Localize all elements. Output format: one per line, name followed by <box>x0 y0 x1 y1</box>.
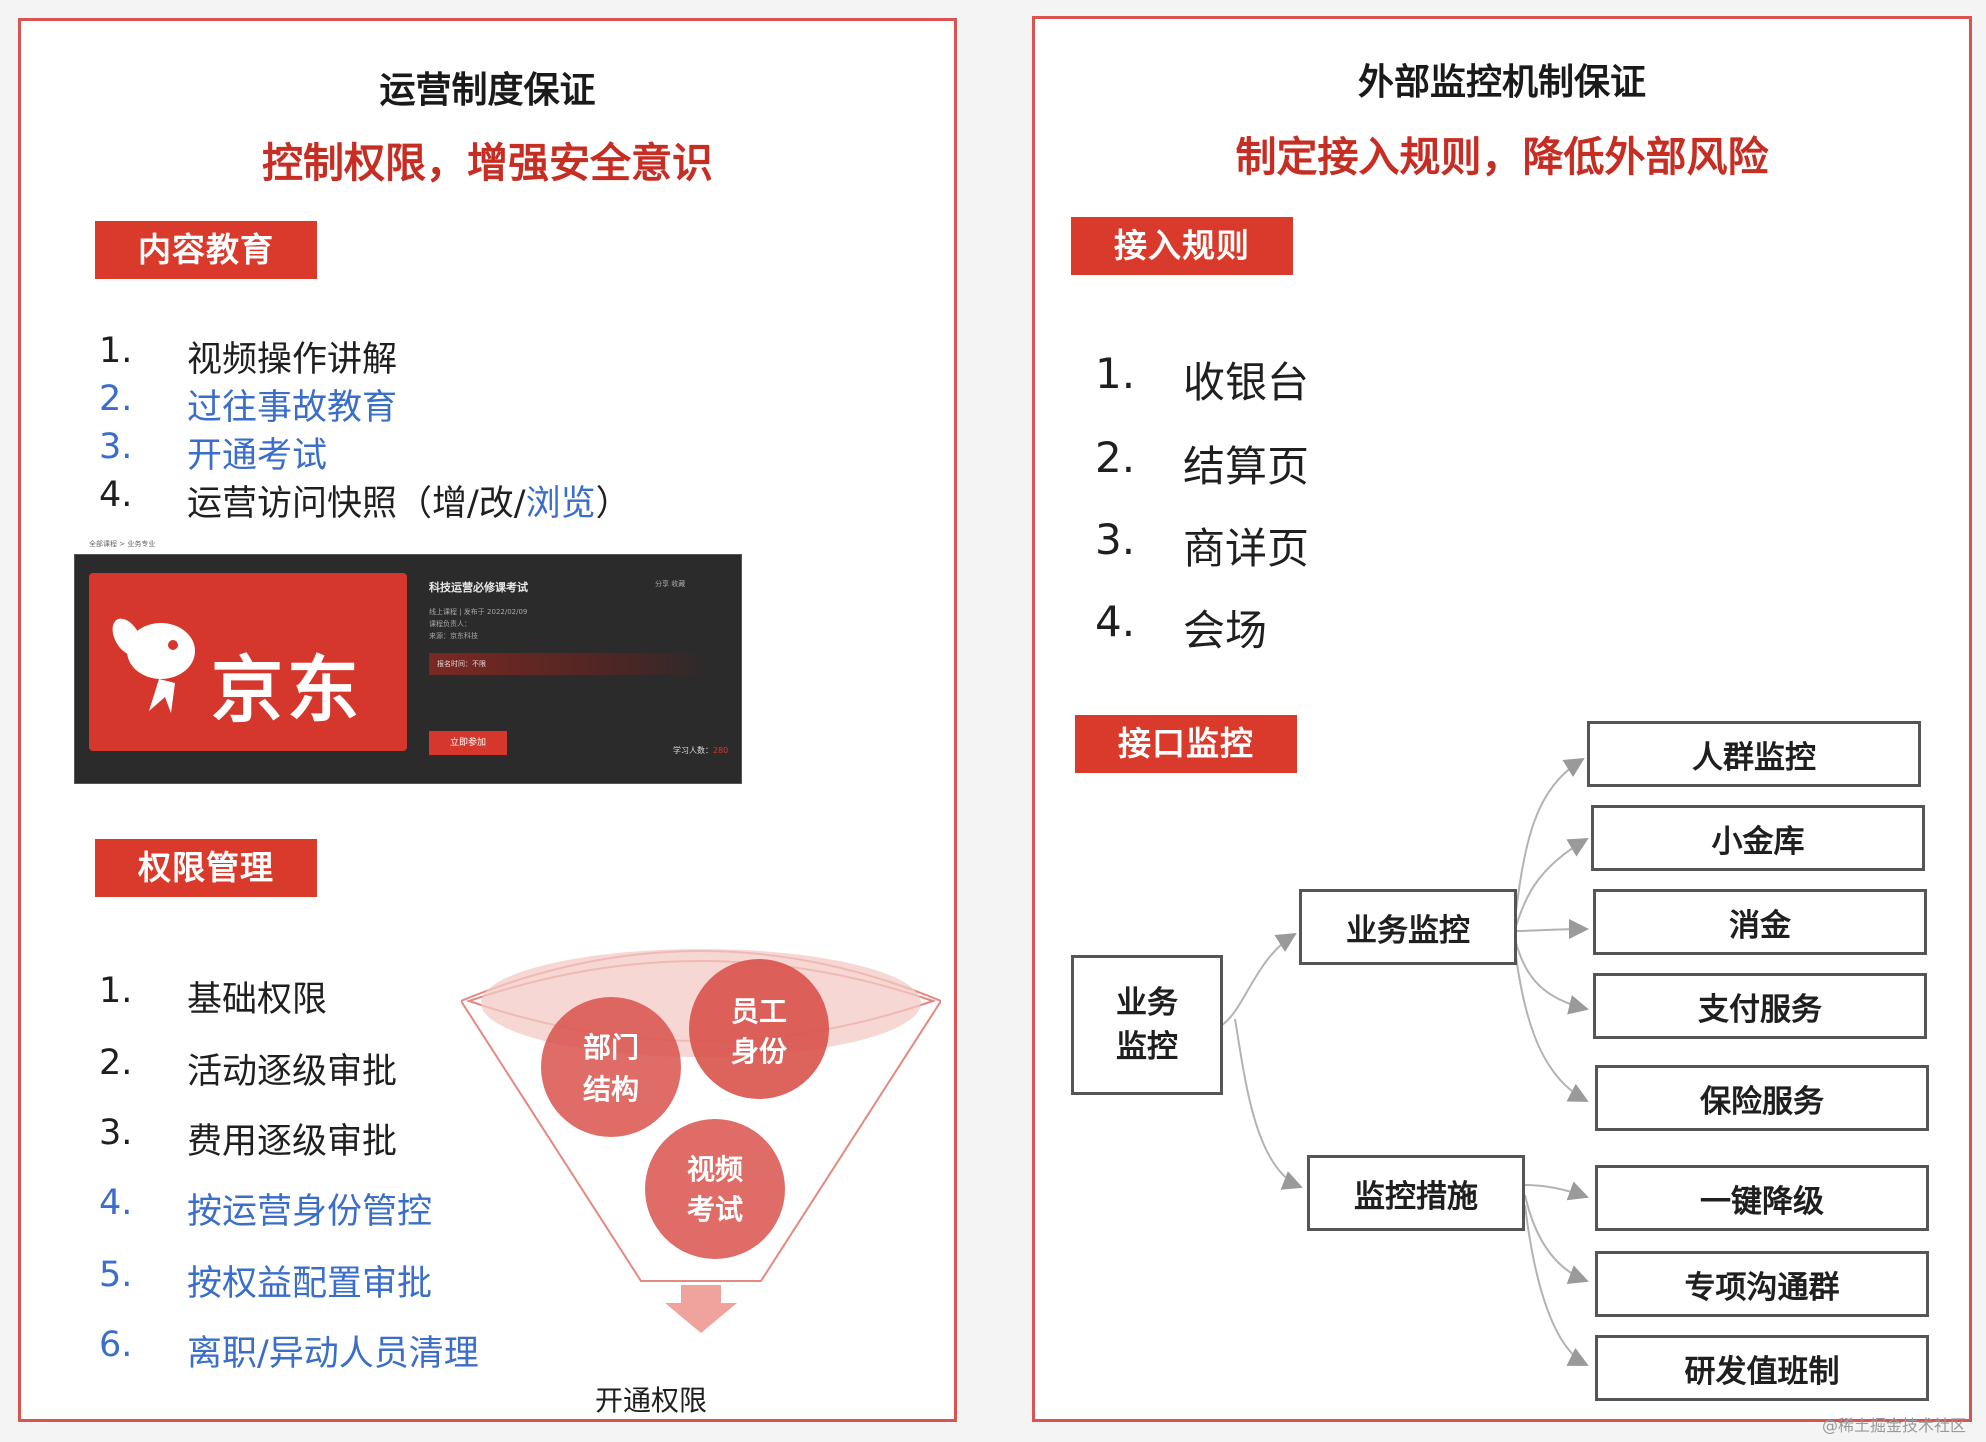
connector-measure-child <box>1524 1194 1589 1285</box>
list-text: 过往事故教育 <box>187 388 398 428</box>
circle-label: 身份 <box>731 1035 787 1068</box>
signup-time-text: 报名时间：不限 <box>437 660 486 668</box>
monitor-flow-diagram <box>1221 757 1589 1366</box>
jd-logo-card: 京东 <box>89 573 407 751</box>
connector-business-child <box>1514 837 1589 930</box>
list-num: 2. <box>99 1043 133 1083</box>
connector-business-child <box>1514 938 1589 1015</box>
connector-measure-child <box>1524 1204 1589 1366</box>
list-num: 6. <box>99 1325 133 1365</box>
consumer-finance-box: 消金 <box>1593 889 1927 955</box>
special-group-box: 专项沟通群 <box>1595 1251 1929 1317</box>
list-text: 商详页 <box>1183 524 1310 573</box>
circle-label: 考试 <box>687 1193 743 1226</box>
root-box: 业务 监控 <box>1071 955 1223 1095</box>
list-text: 会场 <box>1183 606 1268 655</box>
monitor-measures-box: 监控措施 <box>1307 1155 1525 1231</box>
list-num: 4. <box>99 475 133 515</box>
list-text-prefix: 运营访问快照（增/改/ <box>187 484 526 524</box>
course-meta: 来源：京东科技 <box>429 632 478 640</box>
circle-label: 视频 <box>687 1153 743 1186</box>
connector-root-business <box>1221 932 1297 1026</box>
tag-access-rules: 接入规则 <box>1071 217 1293 275</box>
payment-service-box: 支付服务 <box>1593 973 1927 1039</box>
right-panel: 外部监控机制保证 制定接入规则，降低外部风险 接入规则 1. 收银台 2. 结算… <box>1032 16 1972 1422</box>
circle-label: 员工 <box>731 995 787 1028</box>
jd-logo-text: 京东 <box>211 648 364 732</box>
list-text: 基础权限 <box>187 980 328 1020</box>
list-text: 视频操作讲解 <box>187 340 398 380</box>
list-text: 开通考试 <box>187 436 328 476</box>
list-num: 5. <box>99 1255 133 1295</box>
one-key-downgrade-box: 一键降级 <box>1595 1165 1929 1231</box>
connector-measure-child <box>1524 1181 1589 1201</box>
funnel-diagram: 部门 结构 员工 身份 视频 考试 <box>461 949 941 1333</box>
connector-business-child <box>1514 919 1589 940</box>
insurance-service-box: 保险服务 <box>1595 1065 1929 1131</box>
tag-content-education: 内容教育 <box>95 221 317 279</box>
share-collect[interactable]: 分享 收藏 <box>655 580 686 588</box>
left-title: 运营制度保证 <box>379 70 596 111</box>
connector-root-measures <box>1234 1018 1303 1190</box>
small-treasury-box: 小金库 <box>1591 805 1925 871</box>
course-meta: 线上课程 | 发布于 2022/02/09 <box>429 608 528 616</box>
right-title: 外部监控机制保证 <box>1357 62 1646 103</box>
circle-video <box>645 1119 785 1259</box>
list-text: 结算页 <box>1183 442 1310 491</box>
open-permission-label: 开通权限 <box>595 1384 708 1417</box>
list-num: 3. <box>1095 515 1136 564</box>
business-monitor-box: 业务监控 <box>1299 889 1517 965</box>
list-num: 2. <box>99 379 133 419</box>
left-subtitle: 控制权限，增强安全意识 <box>262 139 713 187</box>
list-text: 费用逐级审批 <box>187 1122 398 1162</box>
root-box-line: 监控 <box>1116 1029 1178 1065</box>
list-text-suffix: ） <box>595 484 631 524</box>
learners-count: 学习人数：280 <box>673 745 728 756</box>
course-title: 科技运营必修课考试 <box>429 581 528 594</box>
list-text: 收银台 <box>1183 358 1310 407</box>
list-num: 1. <box>99 971 133 1011</box>
circle-employee <box>689 959 829 1099</box>
list-num: 3. <box>99 1113 133 1153</box>
circle-label: 结构 <box>583 1073 639 1106</box>
connector-business-child <box>1514 757 1585 920</box>
circle-department <box>541 997 681 1137</box>
learners-value: 280 <box>713 746 729 755</box>
list-text: 离职/异动人员清理 <box>187 1334 479 1374</box>
list-text: 运营访问快照（增/改/浏览） <box>187 475 631 526</box>
watermark: @稀土掘金技术社区 <box>1821 1416 1966 1435</box>
screenshot-breadcrumb: 全部课程 > 业务专业 <box>89 540 156 548</box>
learners-label: 学习人数： <box>673 746 713 755</box>
left-panel: 运营制度保证 控制权限，增强安全意识 内容教育 1. 视频操作讲解 2. 过往事… <box>18 18 957 1422</box>
list-text-link: 浏览 <box>525 484 596 524</box>
down-arrow-icon <box>665 1285 737 1333</box>
list-num: 4. <box>1095 597 1136 646</box>
list-text: 活动逐级审批 <box>187 1052 398 1092</box>
list-num: 1. <box>1095 349 1136 398</box>
course-screenshot: 京东 科技运营必修课考试 线上课程 | 发布于 2022/02/09 课程负责人… <box>75 555 741 783</box>
root-box-line: 业务 <box>1116 985 1178 1021</box>
list-num: 3. <box>99 427 133 467</box>
dev-on-duty-box: 研发值班制 <box>1595 1335 1929 1401</box>
jd-dog-icon <box>112 618 195 713</box>
list-num: 1. <box>99 331 133 371</box>
right-subtitle: 制定接入规则，降低外部风险 <box>1235 133 1769 181</box>
connector-business-child <box>1514 948 1589 1102</box>
join-button[interactable]: 立即参加 <box>429 731 507 755</box>
signup-time-bar: 报名时间：不限 <box>429 653 709 675</box>
tag-permission-management: 权限管理 <box>95 839 317 897</box>
list-text: 按权益配置审批 <box>187 1264 433 1304</box>
list-text: 按运营身份管控 <box>187 1192 433 1232</box>
tag-interface-monitoring: 接口监控 <box>1075 715 1297 773</box>
crowd-monitor-box: 人群监控 <box>1587 721 1921 787</box>
circle-label: 部门 <box>583 1031 639 1064</box>
list-num: 4. <box>99 1183 133 1223</box>
course-meta: 课程负责人： <box>429 620 471 628</box>
list-num: 2. <box>1095 433 1136 482</box>
